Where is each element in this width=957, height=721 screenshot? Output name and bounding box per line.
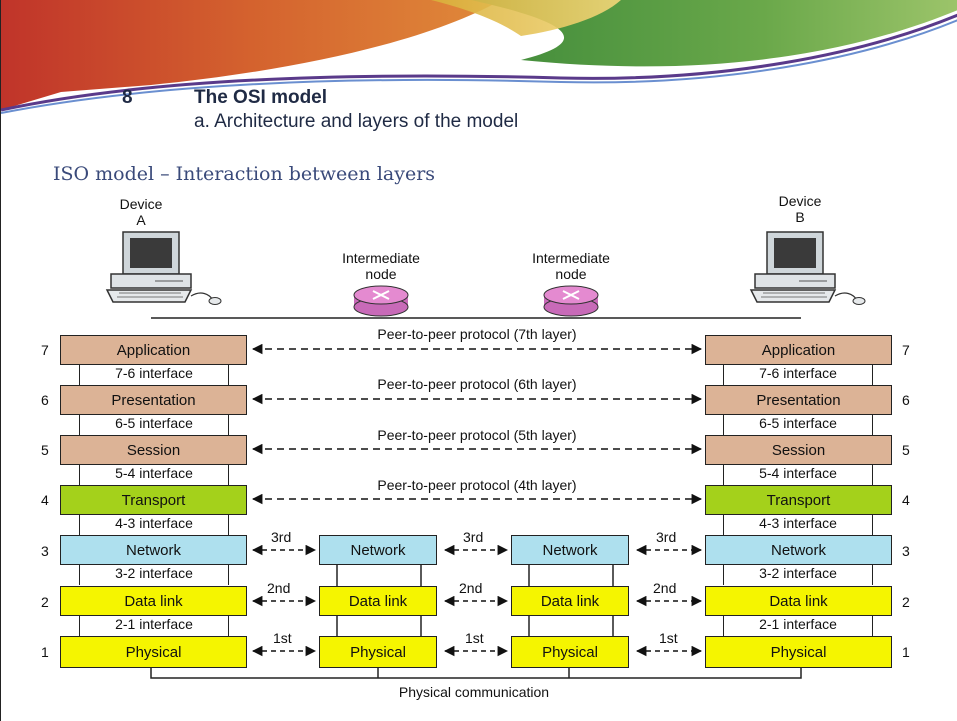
layer-transport-b: Transport (705, 485, 892, 515)
layer-presentation-a: Presentation (60, 385, 247, 415)
hop-label-2nd: 2nd (653, 580, 677, 596)
interface-3-2-b: 3-2 interface (723, 565, 873, 585)
hop-label-1st: 1st (273, 630, 292, 646)
physical-communication-label: Physical communication (398, 684, 550, 700)
hop-label-1st: 1st (465, 630, 484, 646)
interface-7-6-a: 7-6 interface (79, 365, 229, 385)
slide-title: The OSI model (194, 87, 328, 108)
router-icon (543, 285, 599, 317)
interface-4-3-b: 4-3 interface (723, 515, 873, 535)
layer-network-a: Network (60, 535, 247, 565)
node2-data-link: Data link (511, 586, 629, 616)
interface-5-4-a: 5-4 interface (79, 465, 229, 485)
interface-7-6-b: 7-6 interface (723, 365, 873, 385)
device-b-label: Device B (778, 193, 822, 225)
layer-number: 6 (902, 392, 910, 408)
layer-presentation-b: Presentation (705, 385, 892, 415)
layer-number: 1 (41, 644, 49, 660)
layer-number: 3 (902, 543, 910, 559)
layer-number: 5 (41, 442, 49, 458)
interface-2-1-b: 2-1 interface (723, 616, 873, 636)
hop-label-3rd: 3rd (656, 529, 677, 545)
interface-6-5-b: 6-5 interface (723, 415, 873, 435)
layer-number: 4 (41, 492, 49, 508)
layer-number: 2 (41, 594, 49, 610)
hop-label-2nd: 2nd (267, 580, 291, 596)
layer-number: 2 (902, 594, 910, 610)
device-a-label: Device A (119, 196, 163, 228)
hop-label-3rd: 3rd (271, 529, 292, 545)
interface-2-1-a: 2-1 interface (79, 616, 229, 636)
layer-session-a: Session (60, 435, 247, 465)
node1-physical: Physical (319, 636, 437, 668)
intermediate-node-label: Intermediate node (342, 250, 420, 282)
protocol-label-7: Peer-to-peer protocol (7th layer) (377, 326, 577, 342)
layer-number: 5 (902, 442, 910, 458)
layer-physical-a: Physical (60, 636, 247, 668)
interface-4-3-a: 4-3 interface (79, 515, 229, 535)
layer-number: 3 (41, 543, 49, 559)
protocol-label-6: Peer-to-peer protocol (6th layer) (377, 376, 577, 392)
layer-physical-b: Physical (705, 636, 892, 668)
layer-number: 4 (902, 492, 910, 508)
protocol-label-4: Peer-to-peer protocol (4th layer) (377, 477, 577, 493)
section-title: ISO model – Interaction between layers (53, 163, 436, 185)
layer-data-link-a: Data link (60, 586, 247, 616)
interface-6-5-a: 6-5 interface (79, 415, 229, 435)
slide-number: 8 (122, 87, 133, 108)
router-icon (353, 285, 409, 317)
layer-number: 7 (902, 342, 910, 358)
interface-5-4-b: 5-4 interface (723, 465, 873, 485)
layer-network-b: Network (705, 535, 892, 565)
node2-network: Network (511, 535, 629, 565)
node2-physical: Physical (511, 636, 629, 668)
layer-application-b: Application (705, 335, 892, 365)
node1-network: Network (319, 535, 437, 565)
layer-number: 7 (41, 342, 49, 358)
layer-transport-a: Transport (60, 485, 247, 515)
computer-icon (105, 231, 222, 305)
layer-number: 6 (41, 392, 49, 408)
layer-data-link-b: Data link (705, 586, 892, 616)
layer-session-b: Session (705, 435, 892, 465)
hop-label-2nd: 2nd (459, 580, 483, 596)
header-banner (1, 0, 957, 114)
layer-application-a: Application (60, 335, 247, 365)
slide-subtitle: a. Architecture and layers of the model (194, 111, 519, 132)
hop-label-1st: 1st (659, 630, 678, 646)
node1-data-link: Data link (319, 586, 437, 616)
computer-icon (749, 231, 866, 305)
interface-3-2-a: 3-2 interface (79, 565, 229, 585)
layer-number: 1 (902, 644, 910, 660)
protocol-label-5: Peer-to-peer protocol (5th layer) (377, 427, 577, 443)
hop-label-3rd: 3rd (463, 529, 484, 545)
intermediate-node-label: Intermediate node (532, 250, 610, 282)
